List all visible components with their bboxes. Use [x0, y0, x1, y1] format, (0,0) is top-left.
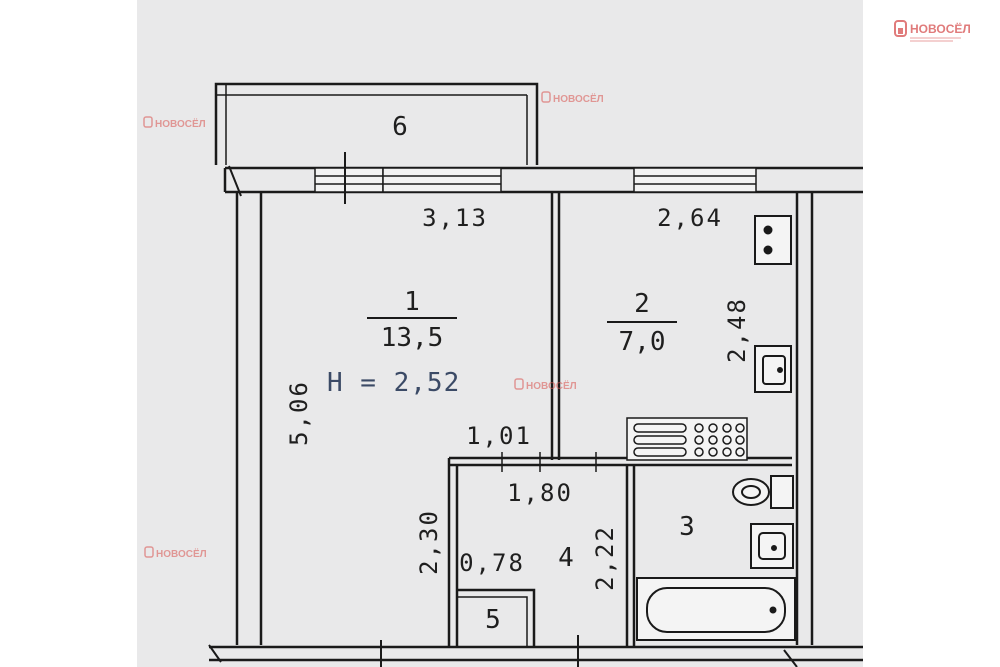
floor-plan-frame: 6 1 13,5 2 7,0 3 4 5 Н = 2,52 3,13 2,64 …	[137, 0, 863, 667]
room-4-label: 4	[558, 543, 574, 573]
room-2-length-dim: 2,48	[723, 297, 751, 363]
room-5-label: 5	[485, 605, 501, 635]
bathtub-icon	[636, 577, 796, 641]
room-2-width-dim: 2,64	[657, 204, 723, 232]
room-3-label: 3	[679, 512, 695, 542]
watermark-logo: НОВОСЁЛ	[514, 378, 577, 392]
watermark-logo: НОВОСЁЛ	[143, 116, 206, 130]
brand-name: НОВОСЁЛ	[910, 21, 971, 36]
room-2-area: 7,0	[619, 327, 666, 357]
radiator-icon	[626, 417, 748, 461]
room-1-length-dim: 5,06	[285, 380, 313, 446]
dimension-ticks	[501, 452, 597, 472]
watermark-text: НОВОСЁЛ	[155, 117, 206, 130]
stove-icon	[754, 215, 792, 265]
windows	[314, 167, 757, 193]
floor-plan: 6 1 13,5 2 7,0 3 4 5 Н = 2,52 3,13 2,64 …	[143, 82, 863, 667]
closet-width-dim: 0,78	[459, 549, 525, 577]
brand-logo: НОВОСЁЛ	[894, 20, 971, 42]
break-marks	[208, 152, 798, 667]
room-1-area: 13,5	[381, 323, 444, 353]
toilet-icon	[732, 475, 794, 509]
bathroom-sink-icon	[750, 523, 794, 569]
watermark-text: НОВОСЁЛ	[553, 92, 604, 105]
hall-width-dim: 1,80	[507, 479, 573, 507]
kitchen-sink-icon	[754, 345, 792, 393]
watermark-logo: НОВОСЁЛ	[144, 546, 207, 560]
watermark-text: НОВОСЁЛ	[156, 547, 207, 560]
room-6-label: 6	[392, 112, 408, 142]
bath-length-dim: 2,22	[591, 525, 619, 591]
ceiling-height-label: Н = 2,52	[327, 368, 460, 398]
hall-length-dim: 2,30	[415, 509, 443, 575]
watermark-text: НОВОСЁЛ	[526, 379, 577, 392]
door-width-dim: 1,01	[466, 422, 532, 450]
room-2-label: 2	[634, 289, 650, 319]
room-1-label: 1	[404, 287, 420, 317]
room-1-width-dim: 3,13	[422, 204, 488, 232]
watermark-logo: НОВОСЁЛ	[541, 91, 604, 105]
